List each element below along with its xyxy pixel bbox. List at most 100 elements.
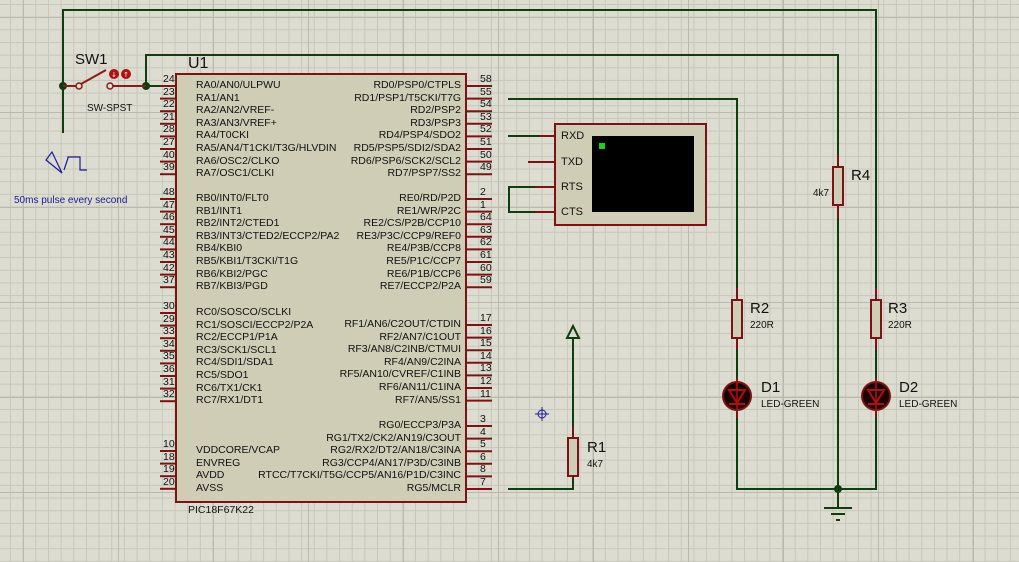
switch-open-button[interactable] [121, 69, 131, 79]
pin-number: 19 [163, 463, 175, 476]
pin-number: 11 [480, 387, 491, 400]
mcu-body[interactable] [175, 73, 467, 503]
probe-crosshair-icon[interactable] [535, 407, 549, 421]
pin-name: RD1/PSP1/T5CKI/T7G [354, 91, 461, 104]
pin-number: 35 [163, 350, 175, 363]
pin-number: 22 [163, 98, 175, 111]
r1-value-label: 4k7 [587, 459, 604, 470]
pin-number: 28 [163, 123, 175, 136]
pin-name: ENVREG [196, 456, 241, 469]
pin-name: RG5/MCLR [406, 482, 461, 494]
svg-text:↑: ↑ [123, 71, 129, 79]
wire-top-loop [62, 9, 877, 298]
power-terminal[interactable] [565, 323, 581, 339]
pin-number: 42 [163, 261, 175, 274]
pin-name: RD6/PSP6/SCK2/SCL2 [350, 154, 461, 167]
switch-value-label: SW-SPST [87, 103, 133, 114]
generator-triangle-icon [45, 150, 63, 174]
pin-name: RC3/SCK1/SCL1 [196, 343, 277, 356]
resistor-r3[interactable] [870, 288, 882, 350]
pin-name: RF1/AN6/C2OUT/CTDIN [344, 318, 461, 330]
pin-name: RF6/AN11/C1INA [378, 381, 461, 393]
wire-rts-cts-loop [508, 186, 555, 213]
terminal-pin-rxd: RXD [561, 130, 585, 142]
switch-sw1[interactable]: ↓ ↑ [63, 69, 146, 90]
d2-ref-label: D2 [899, 379, 919, 396]
pin-number: 15 [480, 337, 492, 350]
pin-number: 36 [163, 363, 175, 375]
pin-number: 48 [163, 186, 175, 198]
pin-name: RD2/PSP2 [410, 104, 461, 117]
pin-name: RB2/INT2/CTED1 [196, 217, 280, 230]
led-d2[interactable] [861, 378, 891, 418]
pulse-generator[interactable] [45, 150, 87, 174]
pin-number: 53 [480, 110, 492, 123]
pin-name: RC1/SOSCI/ECCP2/P2A [196, 318, 314, 331]
pin-name: RA6/OSC2/CLKO [196, 154, 280, 167]
pin-number: 10 [163, 438, 175, 450]
pin-number: 16 [480, 324, 492, 337]
mcu-part-label: PIC18F67K22 [188, 504, 254, 516]
pin-number: 50 [480, 148, 492, 161]
pin-number: 51 [480, 136, 492, 148]
resistor-r4[interactable] [832, 155, 844, 218]
pin-number: 34 [163, 337, 175, 350]
pin-name: RB3/INT3/CTED2/ECCP2/PA2 [196, 229, 340, 242]
pin-number: 29 [163, 312, 175, 325]
pin-number: 14 [480, 349, 492, 362]
wire-d1-to-gnd [736, 415, 877, 490]
pin-name: RA4/T0CKI [196, 129, 250, 142]
pin-number: 5 [480, 438, 486, 451]
wire-rd1-to-r2 [508, 98, 738, 298]
pin-number: 31 [163, 375, 175, 388]
pin-name: RC6/TX1/CK1 [196, 381, 263, 394]
pin-number: 60 [480, 261, 492, 274]
led-d1[interactable] [722, 378, 752, 418]
pin-number: 13 [480, 362, 492, 375]
pin-number: 23 [163, 85, 175, 98]
terminal-pin-stubs [528, 135, 555, 213]
pin-number: 46 [163, 211, 175, 224]
resistor-r1[interactable] [567, 426, 579, 478]
pin-name: RG0/ECCP3/P3A [378, 419, 461, 431]
pin-name: RD3/PSP3 [410, 116, 461, 129]
pin-name: RF2/AN7/C1OUT [379, 330, 461, 343]
pin-name: RG2/RX2/DT2/AN18/C3INA [330, 444, 461, 457]
pin-name: RA1/AN1 [196, 91, 240, 104]
pin-number: 63 [480, 223, 492, 236]
terminal-cursor [599, 143, 605, 149]
pin-name: RC0/SOSCO/SCLKI [196, 306, 292, 318]
pin-number: 7 [480, 476, 486, 488]
r4-ref-label: R4 [851, 167, 871, 184]
r2-value-label: 220R [750, 320, 774, 331]
pin-number: 37 [163, 274, 175, 287]
pin-number: 40 [163, 148, 175, 161]
pin-name: RD4/PSP4/SDO2 [378, 129, 461, 142]
r2-ref-label: R2 [750, 300, 770, 317]
pin-number: 2 [480, 186, 486, 198]
r1-ref-label: R1 [587, 439, 607, 456]
pin-name: RF5/AN10/CVREF/C1INB [339, 368, 461, 381]
pin-name: AVDD [196, 469, 225, 482]
pin-number: 27 [163, 136, 175, 148]
pin-number: 3 [480, 413, 486, 425]
resistor-r2[interactable] [731, 288, 743, 350]
terminal-screen[interactable] [592, 136, 694, 212]
mcu-ref-label: U1 [188, 55, 209, 72]
pin-name: RB4/KBI0 [196, 242, 243, 255]
pin-number: 4 [480, 425, 486, 438]
pin-name: RB7/KBI3/PGD [196, 280, 268, 293]
generator-note: 50ms pulse every second [14, 195, 128, 206]
svg-text:↓: ↓ [111, 71, 117, 79]
pin-number: 17 [480, 312, 492, 324]
pin-name: RA2/AN2/VREF- [196, 104, 275, 117]
pin-name: RE6/P1B/CCP6 [386, 267, 461, 280]
pin-name: RA0/AN0/ULPWU [196, 79, 281, 91]
pin-number: 8 [480, 463, 486, 476]
pin-name: RE2/CS/P2B/CCP10 [363, 217, 461, 230]
ground-symbol [824, 507, 852, 521]
pin-name: RE3/P3C/CCP9/REF0 [356, 229, 461, 242]
pin-name: RA7/OSC1/CLKI [196, 167, 275, 180]
switch-close-button[interactable] [109, 69, 119, 79]
